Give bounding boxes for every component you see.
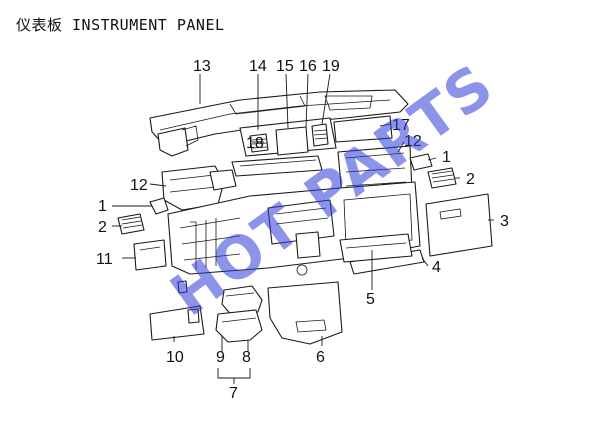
callout-11: 11 [96,251,113,268]
callout-9: 9 [216,349,225,366]
callout-12-left: 12 [130,177,148,194]
callout-1-left: 1 [98,198,107,215]
part-17-right-upper-trim [333,115,393,143]
part-2-right-air-vent [427,167,457,189]
callout-3: 3 [500,213,509,230]
callout-2-left: 2 [98,219,107,236]
callout-16: 16 [299,58,317,75]
callout-2-right: 2 [466,171,475,188]
part-8-9-steering-column-covers [215,285,263,343]
callout-14: 14 [249,58,267,75]
callout-7: 7 [229,385,238,402]
part-1-right-vent-clip [409,153,433,171]
part-3-glove-box [425,193,493,257]
callout-6: 6 [316,349,325,366]
part-10-lower-left-panel [149,280,205,341]
callout-18: 18 [246,135,264,152]
callout-19: 19 [322,58,340,75]
callout-5: 5 [366,291,375,308]
callout-13: 13 [193,58,211,75]
part-2-left-air-vent [117,213,145,235]
part-center-cluster [231,117,337,177]
part-11-left-switch-panel [133,239,167,271]
callout-4: 4 [432,259,441,276]
callout-12-right: 12 [404,133,422,150]
page-title: 仪表板 INSTRUMENT PANEL [16,16,225,34]
callout-15: 15 [276,58,294,75]
callout-1-right: 1 [442,149,451,166]
part-1-left-vent-clip [149,197,169,215]
part-6-center-console-lower [267,281,343,345]
callout-numbers: 13 14 15 16 19 18 17 12 12 1 2 11 1 2 3 … [96,58,509,402]
callout-17: 17 [392,117,410,134]
leader-lines [112,73,494,384]
callout-8: 8 [242,349,251,366]
callout-10: 10 [166,349,184,366]
part-12-left-end-panel [161,165,237,211]
part-5-lower-center-panel [339,233,413,263]
